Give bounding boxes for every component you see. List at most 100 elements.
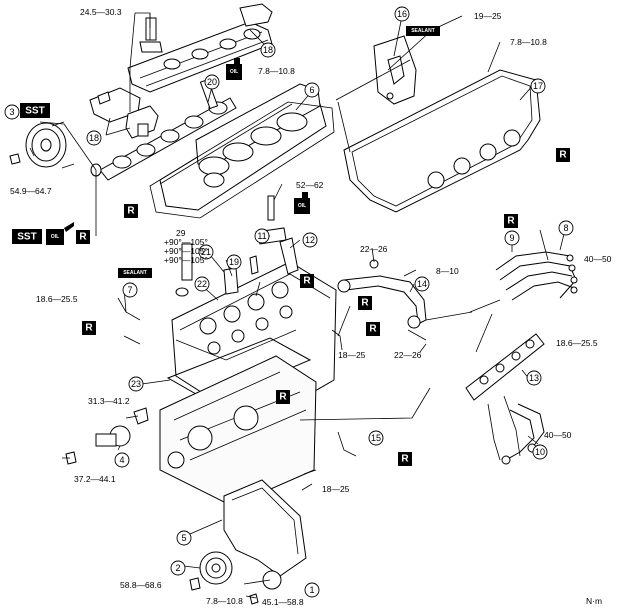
camshaft-pulley xyxy=(9,121,102,177)
timing-belt-cover xyxy=(223,479,307,577)
sst-badge: SST xyxy=(12,229,42,244)
torque-label: 58.8—68.6 xyxy=(120,580,162,590)
callout-21: 21 xyxy=(198,244,214,260)
callout-9: 9 xyxy=(504,230,520,246)
torque-label: 18.6—25.5 xyxy=(36,294,78,304)
torque-label: 40—50 xyxy=(544,430,572,440)
svg-text:R: R xyxy=(361,298,369,309)
torque-label: 37.2—44.1 xyxy=(74,474,116,484)
coolant-pipe xyxy=(337,259,427,329)
svg-text:15: 15 xyxy=(371,433,381,443)
callout-18b: 18 xyxy=(86,130,102,146)
callout-22: 22 xyxy=(194,276,210,292)
replace-badge: R xyxy=(366,322,380,336)
svg-text:R: R xyxy=(279,392,287,403)
replace-badge: R xyxy=(276,390,290,404)
svg-text:12: 12 xyxy=(305,235,315,245)
oil-can-icon: OIL xyxy=(226,58,242,80)
replace-badge: R xyxy=(504,214,518,228)
tensioner xyxy=(65,407,149,465)
svg-text:OIL: OIL xyxy=(298,203,306,209)
cylinder-head-cover xyxy=(149,83,335,219)
torque-label: 18—25 xyxy=(322,484,350,494)
svg-text:14: 14 xyxy=(417,279,427,289)
callout-7: 7 xyxy=(122,282,138,298)
torque-label: 52—62 xyxy=(296,180,324,190)
torque-label: 8—10 xyxy=(436,266,459,276)
callout-13: 13 xyxy=(526,370,542,386)
svg-text:2: 2 xyxy=(175,563,180,573)
callout-2: 2 xyxy=(170,560,186,576)
callout-10: 10 xyxy=(532,444,548,460)
oil-can-icon: OIL xyxy=(294,192,310,214)
callout-14: 14 xyxy=(414,276,430,292)
svg-text:R: R xyxy=(127,206,135,217)
svg-text:OIL: OIL xyxy=(51,234,59,240)
svg-text:18: 18 xyxy=(89,133,99,143)
torque-label: +90°—105° xyxy=(164,255,208,265)
replace-badge: R xyxy=(124,204,138,218)
callout-8: 8 xyxy=(558,220,574,236)
svg-text:5: 5 xyxy=(181,533,186,543)
callout-16: 16 xyxy=(394,6,410,22)
svg-text:R: R xyxy=(559,150,567,161)
replace-badge: R xyxy=(82,321,96,335)
svg-text:SEALANT: SEALANT xyxy=(123,270,147,276)
torque-label: 7.8—10.8 xyxy=(206,596,243,606)
callout-4: 4 xyxy=(114,452,130,468)
svg-text:20: 20 xyxy=(207,77,217,87)
replace-badge: R xyxy=(300,274,314,288)
callout-6: 6 xyxy=(304,82,320,98)
cylinder-head-cover-gasket xyxy=(343,69,541,213)
torque-label: 40—50 xyxy=(584,254,612,264)
svg-text:R: R xyxy=(401,454,409,465)
svg-text:R: R xyxy=(507,216,515,227)
svg-text:22: 22 xyxy=(197,279,207,289)
callout-23: 23 xyxy=(128,376,144,392)
svg-text:SST: SST xyxy=(25,106,44,117)
svg-text:18: 18 xyxy=(263,45,273,55)
camshaft-caps xyxy=(89,3,273,139)
svg-text:7: 7 xyxy=(127,285,132,295)
svg-text:R: R xyxy=(79,232,87,243)
sealant-icon: SEALANT xyxy=(118,268,152,278)
oil-can-icon: OIL xyxy=(46,222,74,245)
svg-text:3: 3 xyxy=(9,107,14,117)
callout-19: 19 xyxy=(226,254,242,270)
svg-text:21: 21 xyxy=(201,247,211,257)
replace-badge: R xyxy=(76,230,90,244)
svg-text:1: 1 xyxy=(309,585,314,595)
sealant-icon: SEALANT xyxy=(406,26,440,36)
torque-label: 18.6—25.5 xyxy=(556,338,598,348)
replace-badge: R xyxy=(358,296,372,310)
fuel-rail xyxy=(465,333,545,461)
callout-1: 1 xyxy=(304,582,320,598)
torque-label: +90°—105° xyxy=(164,237,208,247)
torque-label: 22—26 xyxy=(360,244,388,254)
torque-label: 18—25 xyxy=(338,350,366,360)
svg-text:16: 16 xyxy=(397,9,407,19)
sst-badge: SST xyxy=(20,103,50,118)
torque-label: +90°—105° xyxy=(164,246,208,256)
callout-12: 12 xyxy=(302,232,318,248)
replace-badge: R xyxy=(398,452,412,466)
torque-label: 7.8—10.8 xyxy=(510,37,547,47)
callout-15: 15 xyxy=(368,430,384,446)
crankshaft-pulley xyxy=(189,551,282,605)
callout-20: 20 xyxy=(204,74,220,90)
torque-label: 22—26 xyxy=(394,350,422,360)
callout-18a: 18 xyxy=(260,42,276,58)
svg-text:19: 19 xyxy=(229,257,239,267)
torque-label: 29 xyxy=(176,228,186,238)
svg-text:8: 8 xyxy=(563,223,568,233)
replace-badge: R xyxy=(556,148,570,162)
torque-label: 31.3—41.2 xyxy=(88,396,130,406)
return-pipes xyxy=(501,403,545,465)
torque-label: 54.9—64.7 xyxy=(10,186,52,196)
callout-17: 17 xyxy=(530,78,546,94)
injector-assembly xyxy=(175,195,299,297)
svg-text:17: 17 xyxy=(533,81,543,91)
torque-label: 24.5—30.3 xyxy=(80,7,122,17)
